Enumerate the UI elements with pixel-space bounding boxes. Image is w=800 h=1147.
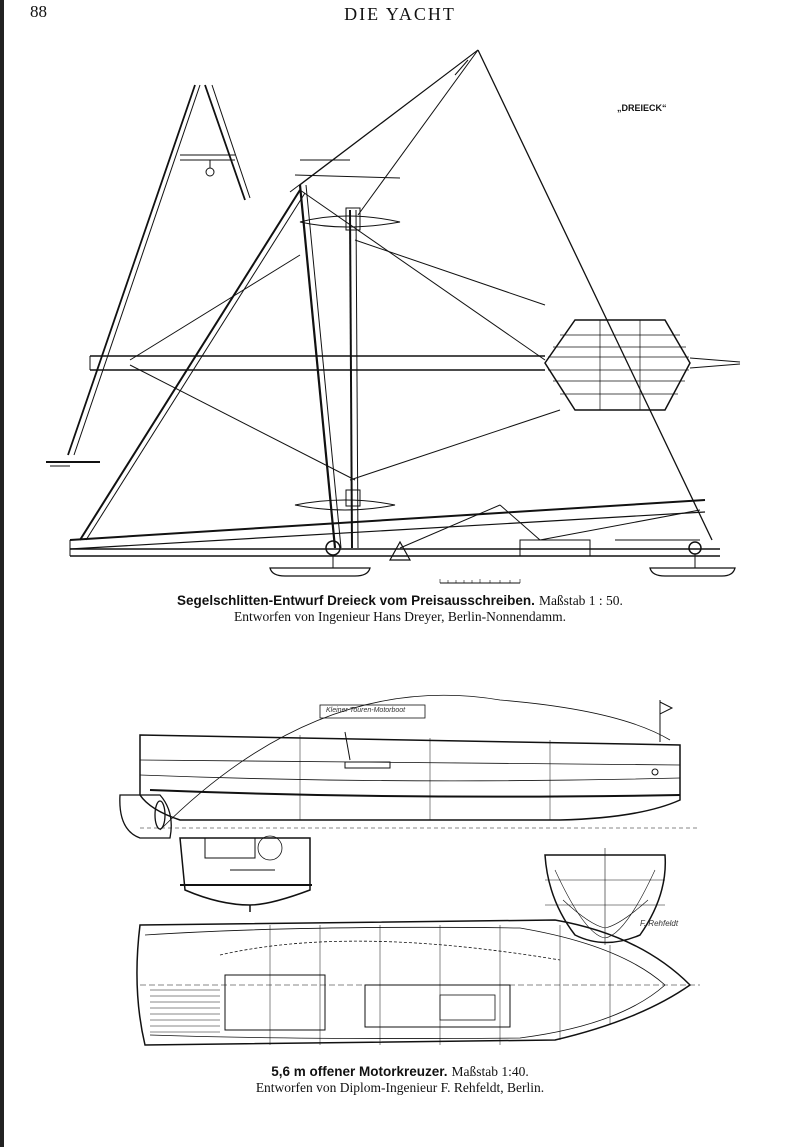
- ice-yacht-drawing: [46, 49, 741, 584]
- plate1-caption-scale: Maßstab 1 : 50.: [538, 593, 623, 608]
- plate2-caption-title: 5,6 m offener Motorkreuzer.: [271, 1064, 448, 1079]
- running-head: DIE YACHT: [344, 4, 456, 24]
- plate1-caption: Segelschlitten-Entwurf Dreieck vom Preis…: [0, 592, 800, 610]
- page-edge: [0, 0, 4, 1147]
- yacht-name-label: „DREIECK“: [617, 103, 667, 113]
- plate2-caption: 5,6 m offener Motorkreuzer. Maßstab 1:40…: [0, 1063, 800, 1081]
- page-number: 88: [30, 2, 47, 21]
- motor-launch-drawing: [119, 694, 700, 1046]
- plate1-caption-designer: Entworfen von Ingenieur Hans Dreyer, Ber…: [234, 609, 566, 624]
- plate1-caption-title: Segelschlitten-Entwurf Dreieck vom Preis…: [177, 593, 535, 608]
- plate2-caption-designer: Entworfen von Diplom-Ingenieur F. Rehfel…: [255, 1080, 545, 1095]
- plate2-caption-scale: Maßstab 1:40.: [451, 1064, 529, 1079]
- motorboat-drawing-title: Kleiner Touren-Motorboot: [326, 707, 406, 714]
- designer-signature: F. Rehfeldt: [640, 919, 679, 928]
